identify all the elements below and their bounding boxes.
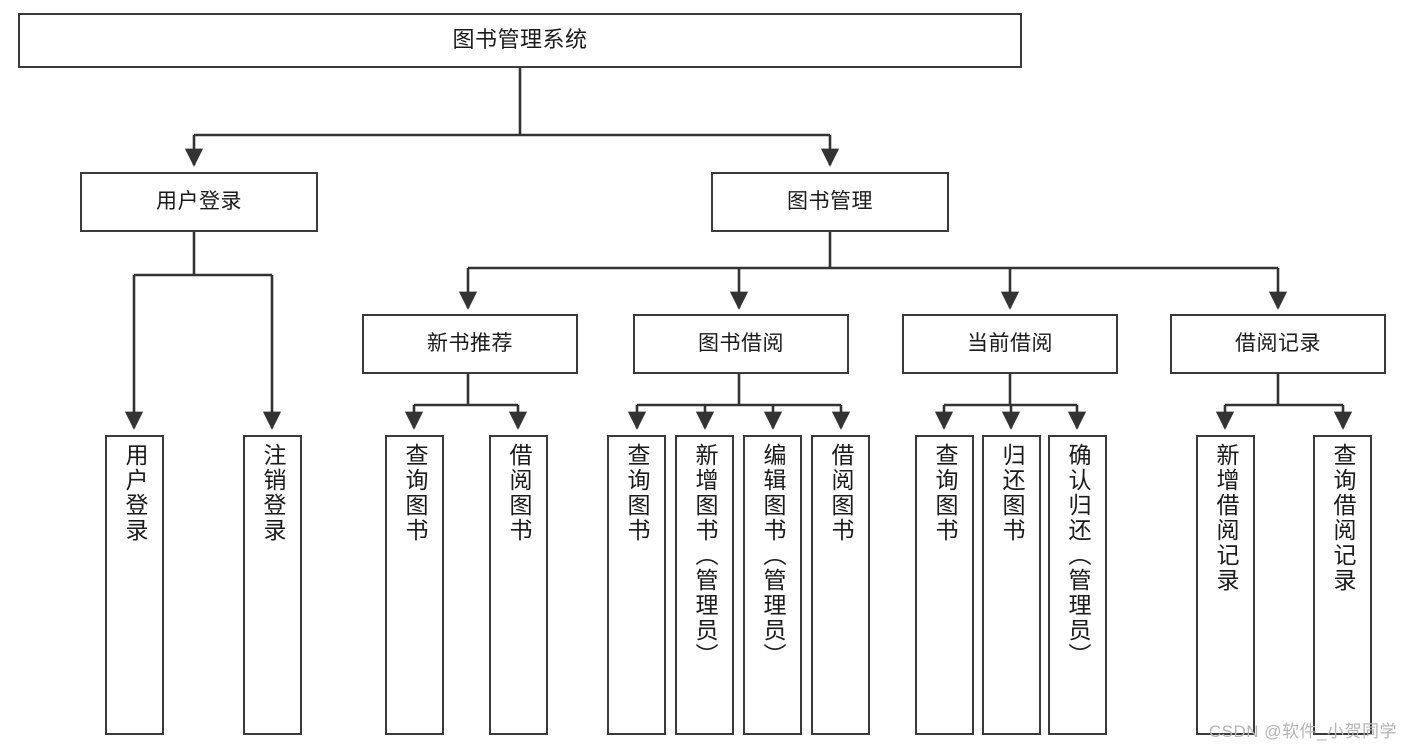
node-leaf-user-login-label: 用户登录	[122, 443, 148, 543]
node-leaf-query-book-3[interactable]: 查询图书	[915, 435, 974, 735]
node-leaf-add-book[interactable]: 新增图书（管理员）	[675, 435, 734, 735]
node-new-book-rec[interactable]: 新书推荐	[362, 314, 578, 374]
node-root[interactable]: 图书管理系统	[18, 13, 1022, 68]
node-leaf-borrow-book-2[interactable]: 借阅图书	[811, 435, 870, 735]
node-current-borrow[interactable]: 当前借阅	[902, 314, 1118, 374]
node-leaf-query-book-1[interactable]: 查询图书	[385, 435, 444, 735]
node-book-mgmt-label: 图书管理	[787, 190, 873, 214]
node-current-borrow-label: 当前借阅	[967, 332, 1053, 356]
watermark: CSDN @软件_小贺同学	[1208, 722, 1397, 741]
node-leaf-borrow-book-1[interactable]: 借阅图书	[489, 435, 548, 735]
node-leaf-borrow-book-1-label: 借阅图书	[506, 443, 532, 543]
node-leaf-query-book-2-label: 查询图书	[624, 443, 650, 543]
node-leaf-logout-label: 注销登录	[260, 443, 286, 543]
node-user-login-label: 用户登录	[156, 190, 242, 214]
node-root-label: 图书管理系统	[452, 27, 588, 53]
node-user-login[interactable]: 用户登录	[80, 172, 318, 232]
node-book-mgmt[interactable]: 图书管理	[711, 172, 949, 232]
node-leaf-add-record-label: 新增借阅记录	[1213, 443, 1239, 593]
node-leaf-confirm-return-label: 确认归还（管理员）	[1065, 443, 1091, 668]
node-leaf-query-record-label: 查询借阅记录	[1330, 443, 1356, 593]
node-leaf-edit-book[interactable]: 编辑图书（管理员）	[743, 435, 802, 735]
node-leaf-logout[interactable]: 注销登录	[243, 435, 302, 735]
node-leaf-edit-book-label: 编辑图书（管理员）	[760, 443, 786, 668]
node-leaf-borrow-book-2-label: 借阅图书	[828, 443, 854, 543]
node-leaf-query-book-1-label: 查询图书	[402, 443, 428, 543]
node-leaf-return-book[interactable]: 归还图书	[982, 435, 1041, 735]
node-leaf-query-record[interactable]: 查询借阅记录	[1313, 435, 1372, 735]
node-leaf-add-record[interactable]: 新增借阅记录	[1196, 435, 1255, 735]
node-borrow-record-label: 借阅记录	[1235, 332, 1321, 356]
node-book-borrow[interactable]: 图书借阅	[633, 314, 849, 374]
node-leaf-add-book-label: 新增图书（管理员）	[692, 443, 718, 668]
node-leaf-confirm-return[interactable]: 确认归还（管理员）	[1048, 435, 1107, 735]
node-leaf-user-login[interactable]: 用户登录	[105, 435, 164, 735]
node-leaf-query-book-3-label: 查询图书	[932, 443, 958, 543]
node-borrow-record[interactable]: 借阅记录	[1170, 314, 1386, 374]
node-leaf-query-book-2[interactable]: 查询图书	[607, 435, 666, 735]
node-new-book-rec-label: 新书推荐	[427, 332, 513, 356]
node-leaf-return-book-label: 归还图书	[999, 443, 1025, 543]
node-book-borrow-label: 图书借阅	[698, 332, 784, 356]
